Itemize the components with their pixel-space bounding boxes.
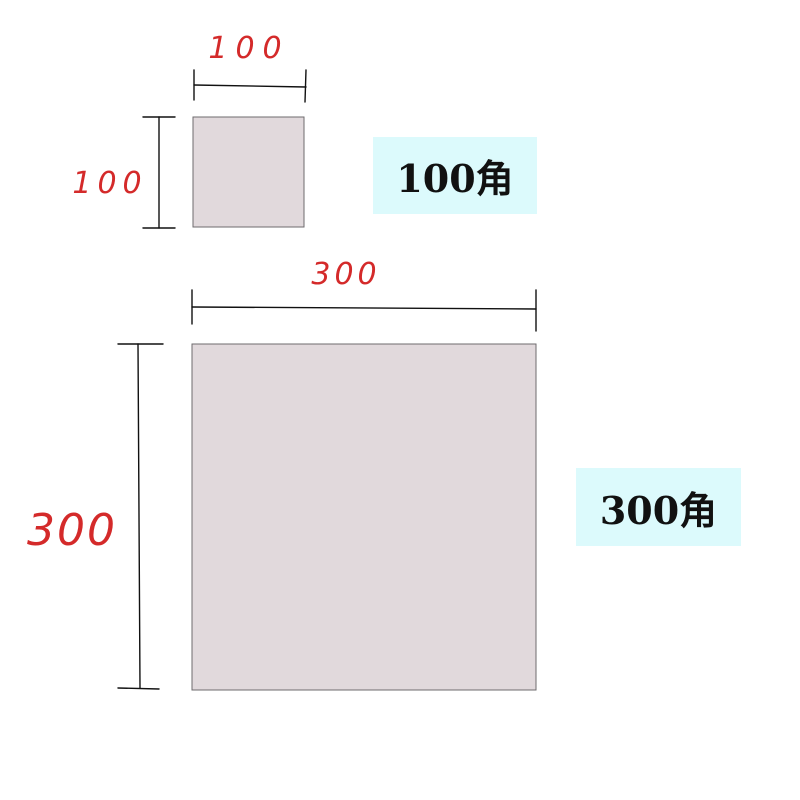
large-callout-background [576,468,741,546]
large-width-dimension-line [191,306,537,310]
small-square [192,116,305,228]
large-height-bottom-tick [117,687,160,690]
small-width-dimension-line [193,84,307,88]
small-width-right-tick [304,69,307,103]
large-square-group: 300 300 [27,257,537,691]
small-callout-background [373,137,537,214]
large-width-dimension [191,289,537,332]
large-height-label: 300 [27,505,117,556]
large-height-dimension [117,343,164,690]
large-height-dimension-line [137,343,141,689]
small-size-callout-text: 100角 [396,156,514,201]
small-width-dimension [193,69,307,103]
small-width-label: 100 [208,31,289,66]
large-square [191,343,537,691]
small-square-group: 100 100 [72,31,307,229]
large-width-label: 300 [311,257,380,292]
large-size-callout-text: 300角 [599,487,718,533]
small-size-callout: 100角 [373,137,537,214]
small-height-label: 100 [72,166,147,201]
large-size-callout: 300角 [576,468,741,546]
small-height-dimension [142,116,176,229]
